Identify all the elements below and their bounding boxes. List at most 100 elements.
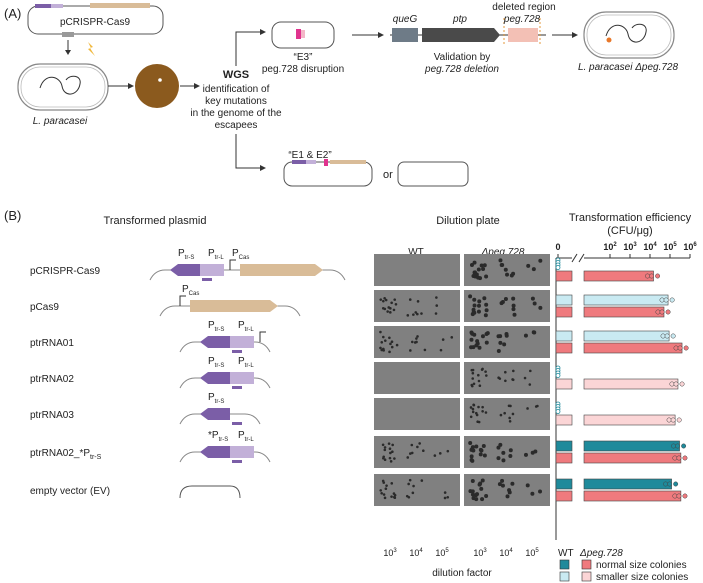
colony-dot: [435, 304, 439, 307]
colony-dot: [479, 263, 484, 268]
colony-dot: [525, 483, 530, 488]
legend-swatch-wt-normal: [559, 559, 570, 570]
colony-dot: [472, 297, 477, 302]
col-eff-header-1: Transformation efficiency: [569, 212, 692, 224]
plasmid-label-text: ptrRNA01: [30, 338, 74, 349]
colony-dot: [532, 330, 537, 335]
plasmid-label: pCRISPR-Cas9: [30, 266, 100, 277]
colony-dot: [508, 420, 512, 423]
colony-dot: [381, 443, 385, 447]
colony-dot: [504, 370, 507, 374]
colony-icon: [135, 64, 179, 108]
plate-bg: [464, 362, 550, 394]
legend: WT Δpeg.728 normal size colonies smaller…: [558, 548, 688, 583]
plate-wt: [374, 474, 460, 506]
dilution-plates: [374, 254, 550, 506]
colony-dot: [498, 340, 503, 345]
data-point: [669, 381, 675, 387]
colony-dot: [391, 443, 394, 447]
colony-dot: [511, 303, 516, 308]
plasmid-label: ptrRNA02: [30, 374, 74, 385]
plasmid-label-text: empty vector (EV): [30, 486, 110, 497]
host-label: L. paracasei: [33, 116, 88, 127]
data-point: [670, 333, 676, 339]
data-point: [681, 443, 687, 449]
colony-dot: [471, 377, 475, 380]
colony-dot: [391, 450, 394, 453]
colony-dot: [383, 446, 387, 449]
axis-tick-label: 0: [555, 242, 560, 252]
data-point: [677, 345, 683, 351]
trs-element: [200, 336, 230, 348]
colony-dot: [496, 445, 501, 450]
ev-plasmid-icon: [397, 161, 469, 187]
plasmid-label-text: pCRISPR-Cas9: [30, 266, 100, 277]
colony-dot: [407, 495, 411, 499]
colony-dot: [476, 267, 481, 272]
colony-dot: [505, 272, 510, 277]
colony-dot: [509, 273, 514, 278]
colony-dot: [379, 298, 383, 301]
gene-locus: [390, 18, 546, 46]
promoter-trs-label: *Ptr-S: [208, 430, 228, 443]
plasmid-label: ptrRNA01: [30, 338, 74, 349]
colony-dot: [470, 458, 475, 463]
colony-dot: [528, 383, 532, 386]
colony-dot: [387, 442, 391, 445]
e3-plasmid: [271, 21, 335, 49]
electroporation-icon: [88, 42, 95, 56]
data-point: [667, 481, 673, 487]
strain-wt-label: WT: [408, 247, 424, 258]
data-point: [665, 309, 671, 315]
trs-element: [170, 264, 200, 276]
promoter-trl-label: Ptr-L: [238, 356, 254, 369]
colony-dot: [472, 403, 476, 407]
colony-dot: [383, 496, 387, 500]
colony-dot: [469, 415, 473, 419]
dilution-tick: 104: [409, 548, 423, 558]
legend-mut: Δpeg.728: [579, 548, 623, 559]
colony-dot: [416, 335, 419, 338]
colony-dot: [390, 340, 394, 344]
colony-dot: [477, 373, 480, 377]
colony-dot: [381, 306, 385, 310]
trl-element: [200, 264, 224, 276]
spacer-mark: [232, 460, 242, 463]
trl-element: [230, 372, 254, 384]
plasmid-map: Ptr-S: [179, 392, 261, 425]
axis-break-mark: [571, 253, 578, 263]
data-point: [663, 297, 669, 303]
colony-dot: [383, 296, 386, 300]
dilution-tick: 105: [435, 548, 449, 558]
colony-dot: [410, 340, 414, 344]
colony-dot: [386, 310, 389, 313]
data-point: [675, 443, 681, 449]
data-point: [670, 417, 676, 423]
colony-dot: [532, 301, 537, 306]
l-paracasei-cell: [17, 63, 109, 111]
spacer-mark: [232, 422, 242, 425]
colony-dot: [470, 492, 475, 497]
colony-dot: [484, 331, 489, 336]
data-point: [676, 493, 682, 499]
colony-dot: [533, 449, 538, 454]
data-point: [555, 409, 561, 414]
colony-dot: [480, 478, 485, 483]
colony-dot: [416, 300, 420, 303]
promoter-cas-label: PCas: [182, 284, 199, 297]
bar: [555, 330, 573, 342]
colony-dot: [469, 263, 474, 268]
colony-dot: [393, 298, 397, 301]
colony-dot: [469, 447, 474, 452]
plasmid-map: [179, 485, 241, 499]
data-point: [660, 333, 666, 339]
colony-dot: [468, 294, 473, 299]
colony-dot: [473, 493, 478, 498]
colony-dot: [471, 371, 475, 375]
colony-dot: [471, 307, 476, 312]
colony-dot: [504, 333, 509, 338]
colony-dot: [526, 407, 529, 410]
colony-dot: [479, 448, 484, 453]
colony-dot: [389, 342, 392, 346]
